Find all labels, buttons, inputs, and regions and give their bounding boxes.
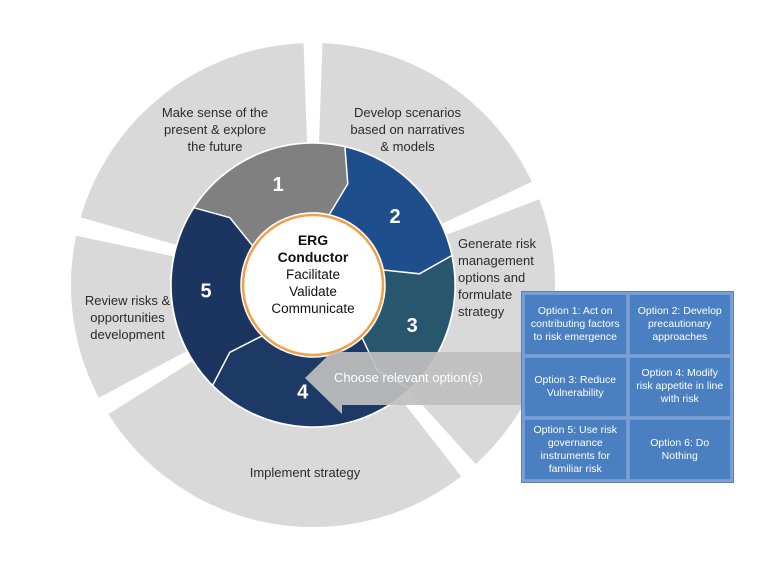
step-1-label: Make sense of the present & explore the … [150, 104, 280, 155]
step-3-number: 3 [407, 315, 418, 337]
option-2-box: Option 2: Develop precautionary approach… [628, 294, 731, 355]
center-circle [241, 213, 385, 357]
step-3-label-line: Generate risk [458, 236, 537, 251]
step-1-label-line: present & explore [164, 122, 266, 137]
step-3-label-line: options and [458, 270, 526, 285]
step-5-label-line: development [90, 327, 165, 342]
step-5-label-line: Review risks & [84, 293, 171, 308]
step-3-label: Generate risk management options and for… [458, 235, 536, 320]
center-role-validate: Validate [289, 284, 337, 299]
step-1-label-line: the future [187, 139, 243, 154]
step-4-label-line: Implement strategy [249, 465, 361, 480]
options-panel: Option 1: Act on contributing factors to… [521, 291, 734, 483]
step-2-label-line: based on narratives [350, 122, 465, 137]
center-label: ERG Conductor Facilitate Validate Commun… [243, 232, 383, 317]
option-3-box: Option 3: Reduce Vulnerability [524, 356, 627, 418]
option-4-box: Option 4: Modify risk appetite in line w… [628, 356, 731, 418]
step-3-label-line: formulate [458, 287, 513, 302]
step-2-label-line: & models [380, 139, 435, 154]
step-2-label: Develop scenarios based on narratives & … [335, 104, 480, 155]
center-role-communicate: Communicate [271, 301, 355, 316]
step-3-label-line: management [458, 253, 534, 268]
step-4-number: 4 [297, 382, 309, 404]
choose-options-arrow [305, 342, 522, 414]
option-6-box: Option 6: Do Nothing [628, 419, 731, 480]
step-3-label-line: strategy [458, 304, 505, 319]
step-2-label-line: Develop scenarios [354, 105, 461, 120]
center-title-line-2: Conductor [277, 249, 349, 265]
step-1-number: 1 [273, 174, 284, 196]
choose-options-label: Choose relevant option(s) [334, 370, 483, 385]
step-5-number: 5 [201, 281, 212, 303]
step-5-label-line: opportunities [90, 310, 165, 325]
center-role-facilitate: Facilitate [285, 267, 341, 282]
step-5-arrow: 5 [170, 206, 264, 387]
step-5-label: Review risks & opportunities development [70, 292, 185, 343]
center-title-line-1: ERG [297, 232, 329, 248]
option-1-box: Option 1: Act on contributing factors to… [524, 294, 627, 355]
step-5-arrow-shape [170, 206, 264, 387]
step-4-label: Implement strategy [230, 464, 380, 481]
option-5-box: Option 5: Use risk governance instrument… [524, 419, 627, 480]
step-2-number: 2 [389, 206, 400, 228]
step-1-label-line: Make sense of the [161, 105, 269, 120]
